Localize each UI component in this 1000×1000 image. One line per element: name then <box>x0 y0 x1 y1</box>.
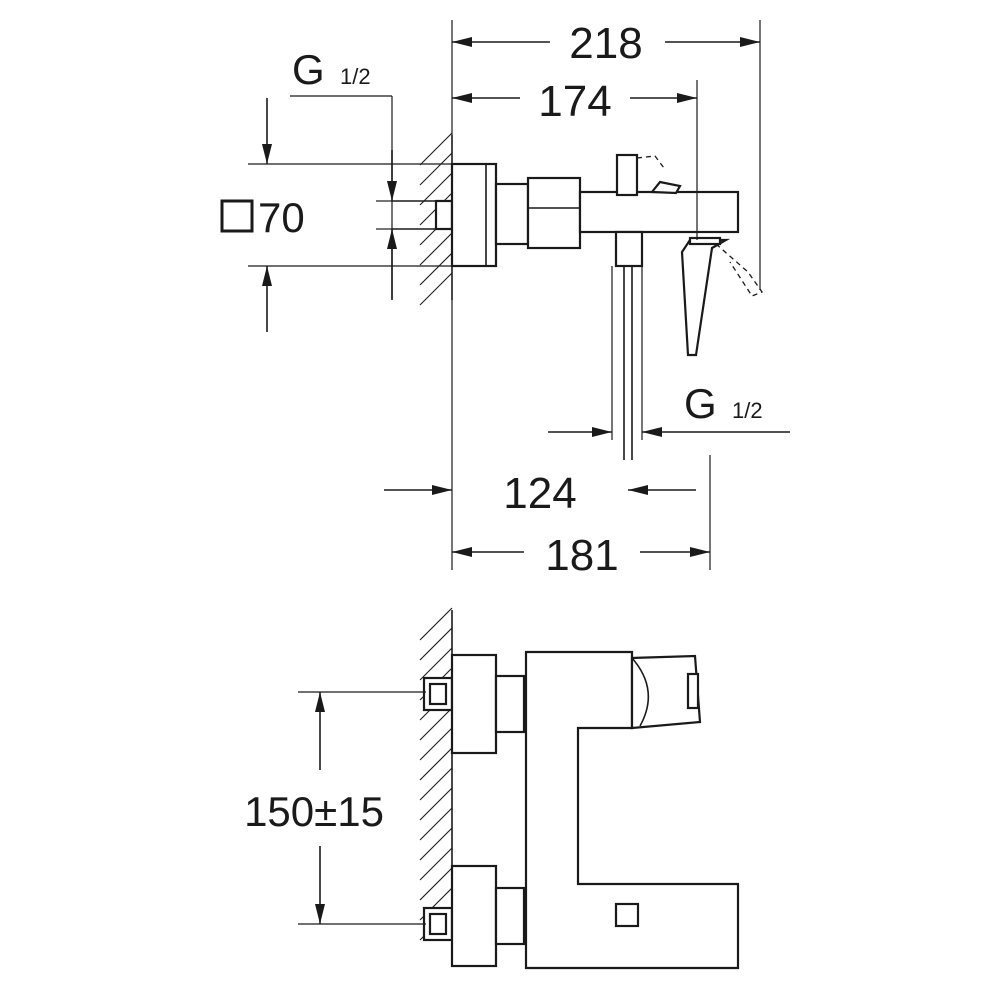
front-view: 150±15 <box>244 607 740 970</box>
side-view: 218 174 G 1/2 70 G 1/2 <box>220 19 790 580</box>
wall-hatch-bottom <box>419 607 453 945</box>
outlet-thread-fraction: 1/2 <box>732 398 763 423</box>
diverter-button <box>649 180 682 195</box>
inlet-thread-letter: G <box>292 46 325 93</box>
inlet-thread-fraction: 1/2 <box>340 64 371 89</box>
label-outlet-thread: G 1/2 <box>684 380 763 427</box>
diverter-square-icon <box>614 902 640 928</box>
connector-neck <box>494 182 530 246</box>
dim-181: 181 <box>545 531 618 580</box>
spout-housing <box>578 190 740 234</box>
lower-neck <box>494 886 526 946</box>
lever-slot <box>686 672 700 710</box>
mixer-body <box>526 176 582 250</box>
wall-flange <box>450 162 498 268</box>
dim-174: 174 <box>538 77 611 126</box>
outlet-thread-letter: G <box>684 380 717 427</box>
dim-escutcheon: 70 <box>258 194 305 241</box>
diverter-knob <box>615 153 639 197</box>
upper-neck <box>494 674 526 734</box>
dim-218: 218 <box>569 19 642 68</box>
shower-outlet <box>614 230 644 268</box>
square-symbol-icon <box>220 199 254 233</box>
front-lever <box>630 654 702 730</box>
lower-flange <box>450 864 498 968</box>
lever-handle <box>680 238 731 357</box>
inlet-connector <box>434 199 454 231</box>
aerator <box>688 236 722 246</box>
upper-flange <box>450 653 498 755</box>
dim-centre-distance: 150±15 <box>244 788 384 835</box>
label-inlet-thread: G 1/2 <box>292 46 371 93</box>
dim-124: 124 <box>503 469 576 518</box>
